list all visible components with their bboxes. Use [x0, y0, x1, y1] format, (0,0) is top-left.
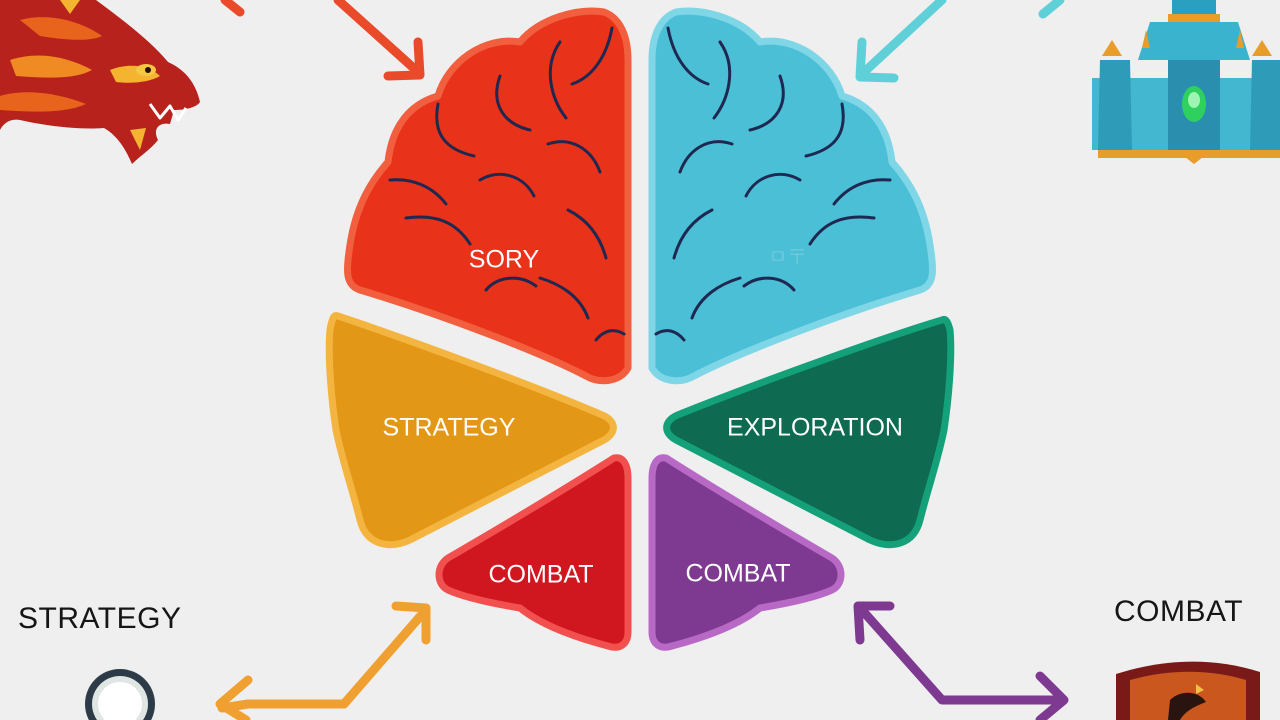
brain-combat-right-label: COMBAT	[685, 560, 790, 588]
corner-strategy-label: STRATEGY	[18, 602, 182, 635]
arrow-top-right	[855, 0, 947, 83]
brain-strategy-label: STRATEGY	[383, 414, 516, 442]
brain-exploration-label: EXPLORATION	[727, 414, 903, 442]
arrow-top-left	[333, 0, 425, 81]
brain-story-region[interactable]: SORY	[343, 7, 632, 385]
corner-combat-label: COMBAT	[1114, 595, 1244, 628]
brain-top-right-label: ㅁ〒	[769, 246, 807, 268]
brain-combat-left-label: COMBAT	[488, 561, 593, 589]
brain-folds-left	[388, 26, 626, 342]
arrow-top-left-small	[220, 0, 245, 17]
arrow-top-right-small	[1038, 0, 1065, 19]
brain-exploration-region[interactable]: EXPLORATION	[663, 316, 955, 549]
brain-top-right-region[interactable]: ㅁ〒	[648, 7, 937, 385]
arrow-bottom-right	[853, 601, 1069, 720]
brain-strategy-region[interactable]: STRATEGY	[325, 312, 617, 549]
brain-combat-left-region[interactable]: COMBAT	[435, 454, 632, 651]
brain-combat-right-region[interactable]: COMBAT	[648, 454, 845, 651]
dragon-icon	[0, 0, 200, 164]
shield-icon	[1116, 661, 1260, 720]
brain-story-label: SORY	[469, 246, 540, 274]
magnifier-icon	[85, 669, 155, 720]
arrow-bottom-left	[215, 601, 431, 720]
spaceship-icon	[1092, 0, 1280, 164]
brain-folds-right	[654, 26, 892, 342]
